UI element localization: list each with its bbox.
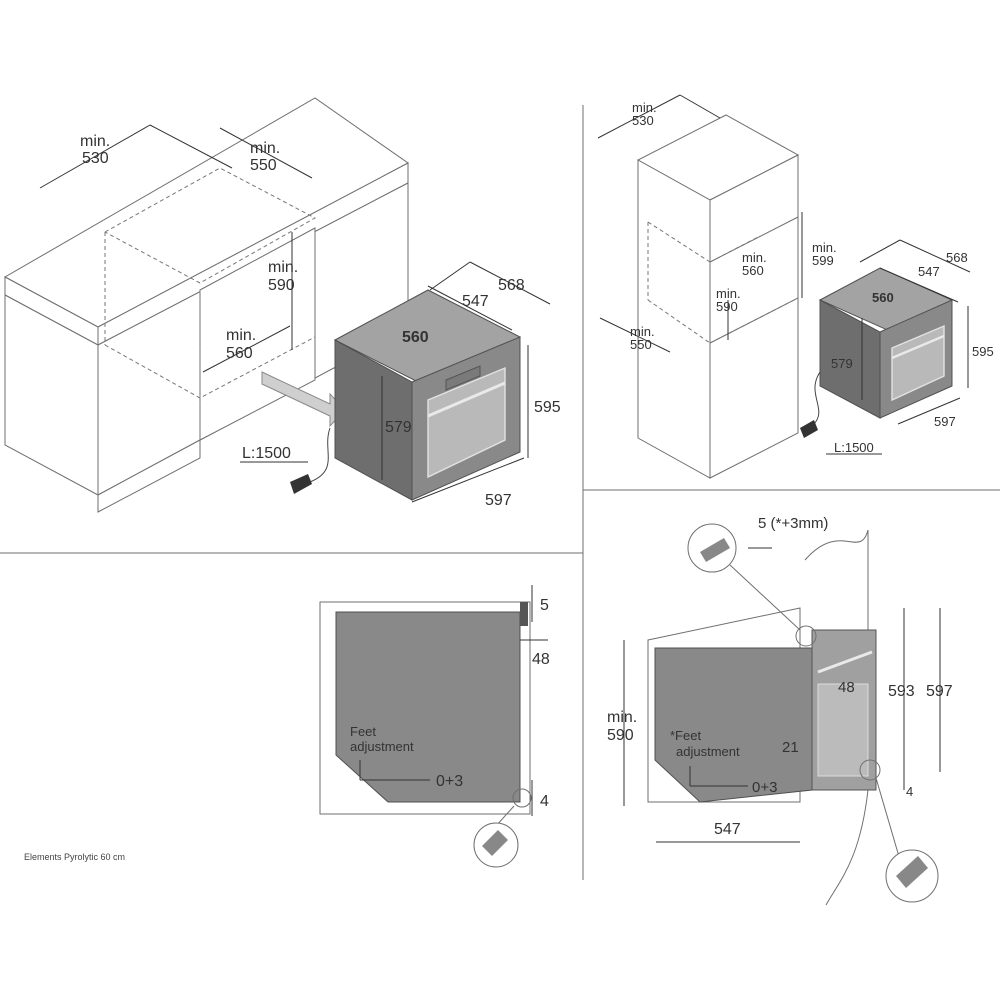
value-gap-bottom: 4: [906, 784, 913, 799]
value-depth: 547: [714, 821, 741, 838]
value-feet-range: 0+3: [436, 773, 463, 790]
oven-handle: [891, 334, 945, 360]
value-oven-width: 597: [485, 492, 512, 509]
value-gap-top: 5: [540, 597, 549, 614]
value-depth: 530: [632, 113, 654, 128]
value-height-597: 597: [926, 683, 953, 700]
value-depth: 530: [82, 150, 109, 167]
cabinet-installation-view: min. 530 min. 550 min. 590 min. 560 560 …: [3, 97, 561, 513]
oven-door-glass: [817, 683, 869, 777]
value-oven-height: 595: [534, 399, 561, 416]
value-gap-bottom: 4: [540, 793, 549, 810]
oven-handle: [427, 381, 506, 418]
label-height-min: min.: [812, 240, 837, 255]
plug-icon: [290, 474, 312, 494]
label-inner-width-min: min.: [226, 327, 256, 344]
value-oven-depth-568: 568: [498, 277, 525, 294]
power-cable: [309, 427, 331, 483]
label-niche-min: min.: [607, 709, 637, 726]
value-frame-depth: 48: [532, 651, 550, 668]
oven-door-glass: [891, 324, 945, 402]
dim-line-width: [219, 127, 313, 179]
value-oven-depth-547: 547: [918, 264, 940, 279]
value-oven-height: 595: [972, 344, 994, 359]
value-niche-height: 590: [716, 299, 738, 314]
value-oven-depth-547: 547: [462, 293, 489, 310]
value-oven-body-height: 579: [385, 419, 412, 436]
label-niche-width-min: min.: [742, 250, 767, 265]
dim-line-oven-width: [411, 457, 525, 503]
value-inner-width: 560: [226, 345, 253, 362]
value-oven-front-width: 560: [872, 290, 894, 305]
value-feet-range: 0+3: [752, 779, 777, 796]
countertop-cutout: [104, 167, 317, 284]
oven-door-glass: [427, 366, 506, 479]
dim-line-oven-depth: [427, 285, 513, 331]
label-height-min: min.: [268, 259, 298, 276]
value-oven-width: 597: [934, 414, 956, 429]
label-feet: *Feet: [670, 728, 701, 743]
dim-line-inner-width: [202, 325, 291, 373]
door-frame-top: [520, 602, 528, 626]
value-height: 590: [268, 277, 295, 294]
value-side: 550: [630, 337, 652, 352]
value-oven-depth-568: 568: [946, 250, 968, 265]
power-cable: [811, 371, 821, 427]
value-cable-length: L:1500: [242, 445, 291, 462]
value-niche-width: 560: [742, 263, 764, 278]
label-side-min: min.: [630, 324, 655, 339]
label-feet: Feet: [350, 724, 376, 739]
label-depth-min: min.: [632, 100, 657, 115]
value-height-593: 593: [888, 683, 915, 700]
value-niche-height: 590: [607, 727, 634, 744]
oven-section-body: [654, 647, 813, 803]
label-width-min: min.: [250, 140, 280, 157]
value-offset: 21: [782, 739, 799, 756]
label-niche-height-min: min.: [716, 286, 741, 301]
plug-icon: [800, 420, 818, 438]
tall-unit-side: [637, 159, 711, 479]
caption: Elements Pyrolytic 60 cm: [24, 852, 125, 862]
cabinet-section-view: 5 48 Feet adjustment 0+3 4: [319, 585, 550, 868]
tall-unit-installation-view: min. 530 min. 599 min. 560 min. 590 min.…: [597, 94, 994, 479]
value-frame-depth: 48: [838, 679, 855, 696]
value-oven-body-height: 579: [831, 356, 853, 371]
oven-control-panel: [445, 365, 481, 391]
label-adjustment: adjustment: [350, 739, 414, 754]
label-adjustment: adjustment: [676, 744, 740, 759]
cabinet-plinth: [97, 439, 201, 513]
value-cable-length: L:1500: [834, 440, 874, 455]
oven-section-body: [335, 611, 521, 803]
value-width: 550: [250, 157, 277, 174]
value-oven-front-width: 560: [402, 329, 429, 346]
oven-handle: [817, 650, 873, 674]
value-height: 599: [812, 253, 834, 268]
tall-unit-section-view: 5 (*+3mm) 48 593 597 min. 590 *Feet adju…: [607, 515, 953, 906]
label-depth-min: min.: [80, 133, 110, 150]
dim-line-depth: [39, 124, 151, 189]
value-gap-note: 5 (*+3mm): [758, 515, 828, 532]
